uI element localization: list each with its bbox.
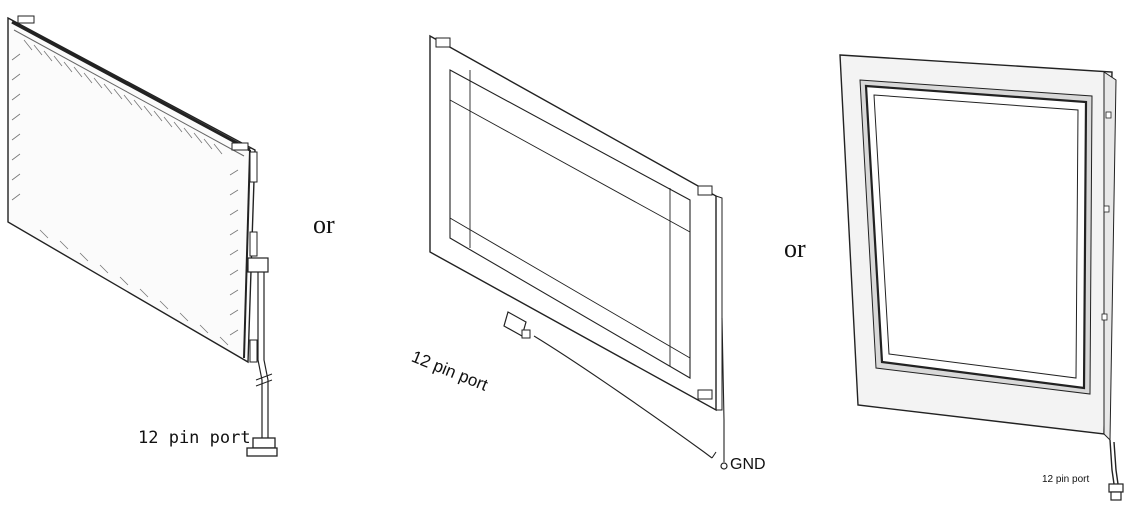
panel-1-touch-screen [7, 15, 278, 457]
panel-1-hatching [11, 39, 239, 346]
panel-3-open-frame-monitor [839, 54, 1124, 501]
panel-1-port-label: 12 pin port [138, 428, 251, 448]
panel-3-port-label: 12 pin port [1042, 474, 1090, 485]
panel-2-touch-frame [429, 34, 728, 470]
separator-or-2: or [784, 234, 806, 263]
panel-2-gnd-label: GND [730, 456, 766, 473]
separator-or-1: or [313, 210, 335, 239]
